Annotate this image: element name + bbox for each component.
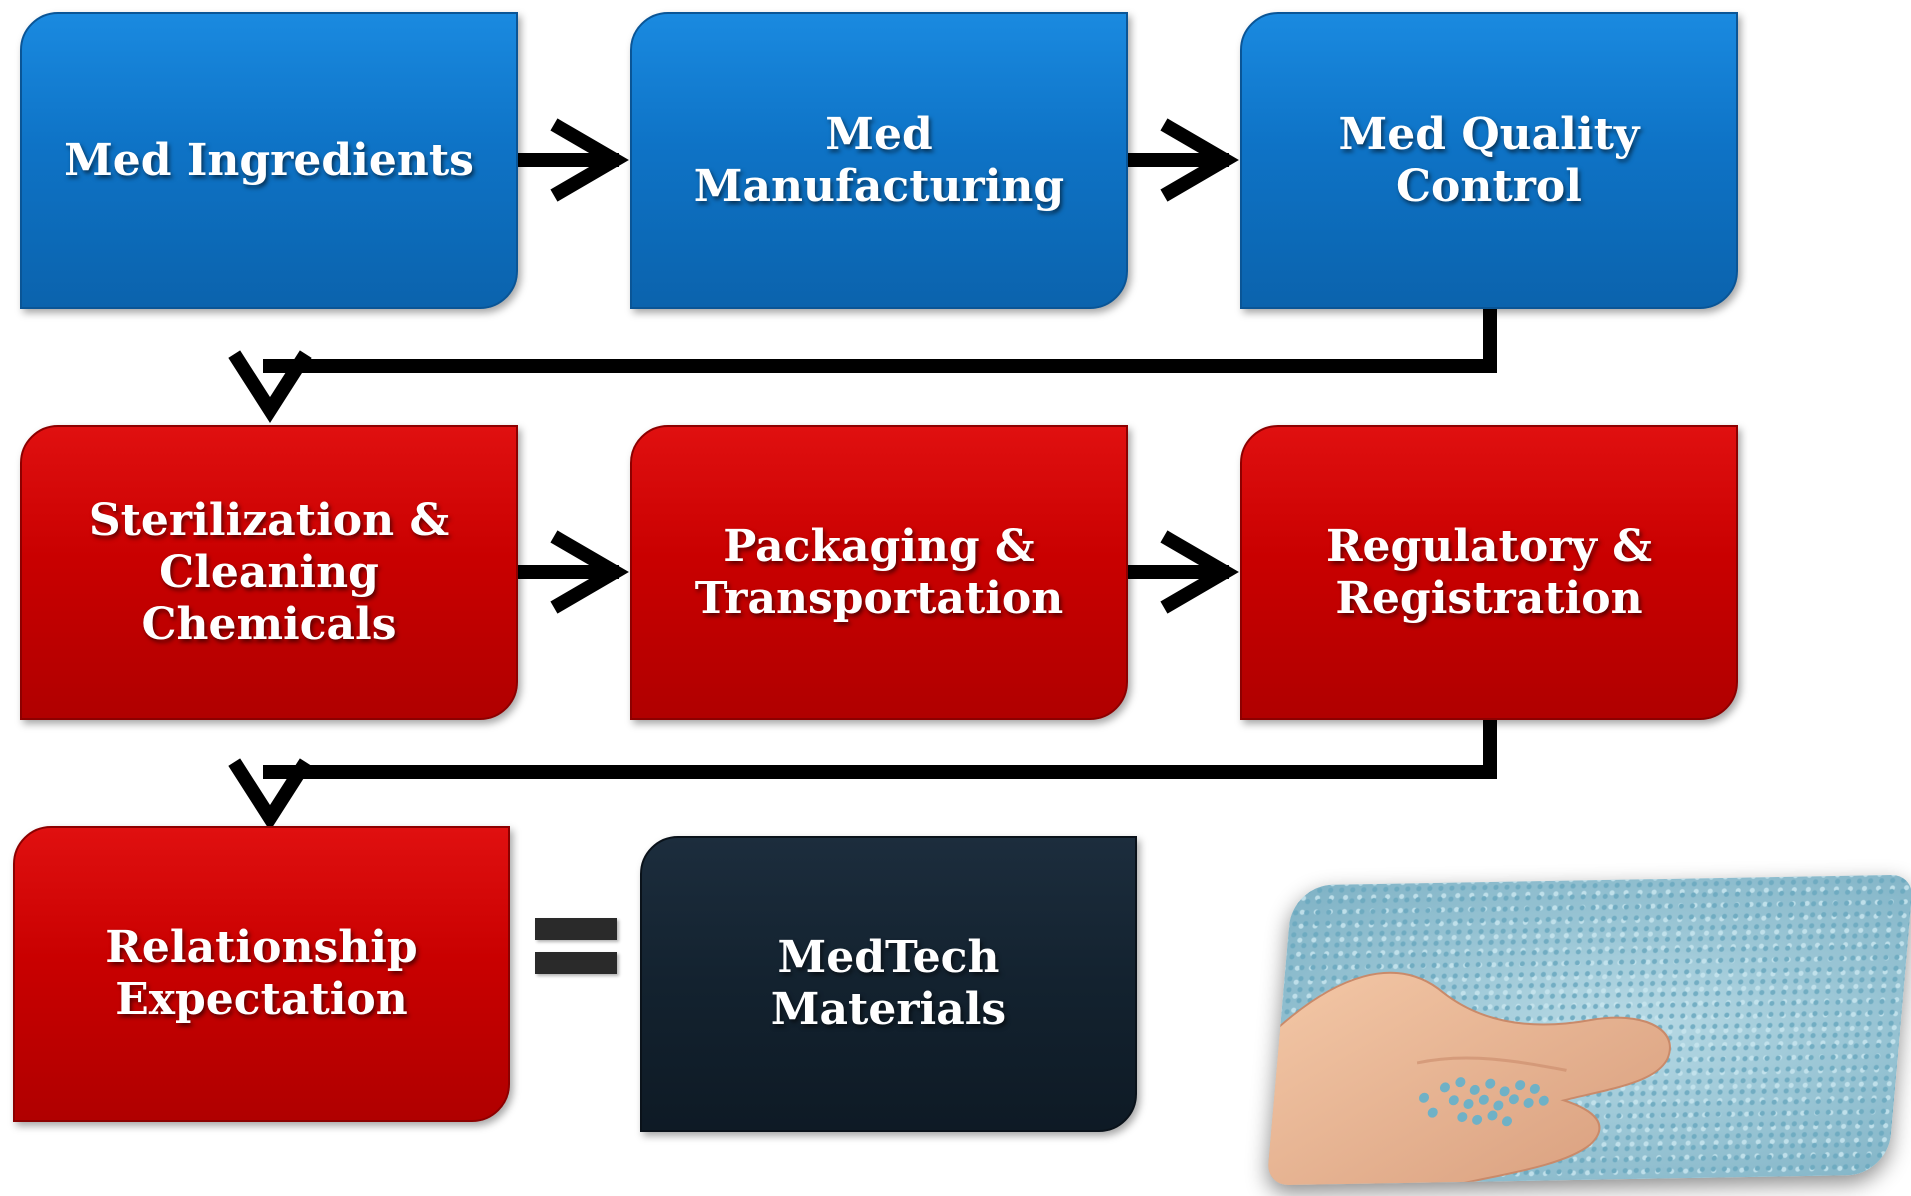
return-connector-2	[263, 715, 1497, 779]
equals-icon-top-bar	[535, 918, 617, 940]
node-label: MedTech Materials	[770, 932, 1007, 1035]
node-med-quality-control: Med Quality Control	[1240, 12, 1738, 309]
arrowhead-2	[1160, 118, 1239, 202]
node-med-ingredients: Med Ingredients	[20, 12, 518, 309]
node-regulatory-registration: Regulatory & Registration	[1240, 425, 1738, 720]
arrowhead-1	[550, 118, 629, 202]
node-relationship-expectation: Relationship Expectation	[13, 826, 510, 1122]
arrowhead-down-2	[228, 758, 312, 831]
arrowhead-3	[550, 530, 629, 614]
node-label: Med Quality Control	[1338, 108, 1640, 212]
node-label: Med Ingredients	[64, 134, 474, 186]
arrowhead-4	[1160, 530, 1239, 614]
node-packaging-transportation: Packaging & Transportation	[630, 425, 1128, 720]
node-label: Regulatory & Registration	[1325, 520, 1652, 624]
node-sterilization-cleaning-chemicals: Sterilization & Cleaning Chemicals	[20, 425, 518, 720]
node-med-manufacturing: Med Manufacturing	[630, 12, 1128, 309]
arrowhead-down-1	[228, 350, 312, 423]
return-connector-1	[263, 303, 1497, 373]
equals-icon-bottom-bar	[535, 952, 617, 974]
hand-icon	[1266, 971, 1671, 1186]
node-medtech-materials: MedTech Materials	[640, 836, 1137, 1132]
hand-granules-photo	[1266, 874, 1911, 1186]
node-label: Packaging & Transportation	[694, 520, 1064, 624]
node-label: Med Manufacturing	[693, 108, 1065, 212]
node-label: Sterilization & Cleaning Chemicals	[88, 494, 450, 650]
node-label: Relationship Expectation	[105, 922, 418, 1025]
